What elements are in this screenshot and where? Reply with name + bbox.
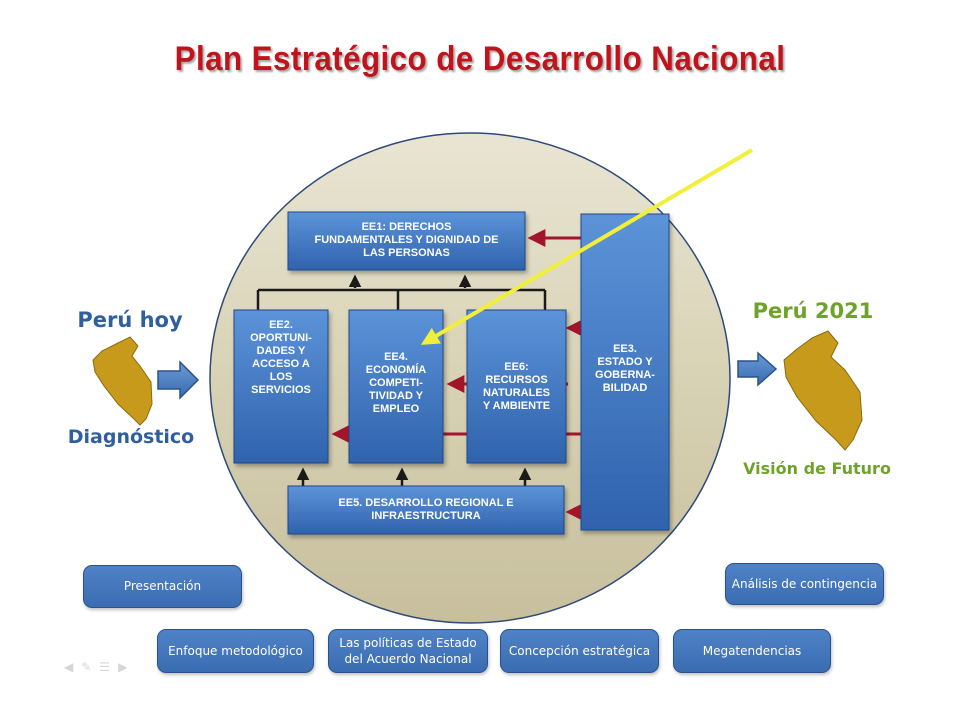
right-flow-arrow: [737, 351, 778, 387]
slideshow-controls[interactable]: ◀ ✎ ☰ ▶: [64, 660, 127, 674]
ee5-connectors: [296, 467, 532, 486]
box-ee1-line: EE1: DERECHOS: [362, 221, 452, 233]
peru-map-right-icon: [783, 330, 863, 451]
box-ee2-line: LOS: [270, 371, 293, 383]
box-ee2-line: OPORTUNI-: [250, 332, 312, 344]
concepcion-estrategica-button[interactable]: Concepción estratégica: [500, 629, 659, 673]
next-icon[interactable]: ▶: [118, 660, 128, 674]
menu-icon[interactable]: ☰: [99, 660, 111, 674]
page-title: Plan Estratégico de Desarrollo Nacional: [174, 40, 786, 78]
peru-map-left-icon: [92, 336, 153, 426]
ee1-connectors: [256, 274, 547, 310]
box-ee4-line: COMPETI-: [369, 377, 423, 389]
politicas-estado-button[interactable]: Las políticas de Estado del Acuerdo Naci…: [328, 629, 488, 673]
box-ee3-line: GOBERNA-: [595, 369, 655, 381]
box-ee6-line: NATURALES: [483, 387, 550, 399]
box-ee5-line: INFRAESTRUCTURA: [371, 510, 480, 522]
presentacion-button[interactable]: Presentación: [83, 565, 242, 608]
diagnostico-label: Diagnóstico: [68, 426, 195, 448]
box-ee1-line: FUNDAMENTALES Y DIGNIDAD DE: [315, 234, 499, 246]
box-ee6-line: Y AMBIENTE: [483, 400, 550, 412]
previous-icon[interactable]: ◀: [64, 660, 74, 674]
box-ee2-line: ACCESO A: [252, 358, 310, 370]
box-ee4-line: EE4.: [384, 351, 408, 363]
box-ee4-line: ECONOMÍA: [366, 363, 427, 376]
peru-hoy-label: Perú hoy: [77, 308, 183, 332]
box-ee6-line: EE6:: [504, 361, 528, 373]
megatendencias-button[interactable]: Megatendencias: [673, 629, 831, 673]
box-ee1-line: LAS PERSONAS: [363, 247, 450, 259]
analisis-contingencia-button[interactable]: Análisis de contingencia: [725, 563, 884, 605]
yellow-pointer-arrow: [420, 148, 754, 345]
box-ee4-line: TIVIDAD Y: [369, 390, 424, 402]
box-ee6-line: RECURSOS: [485, 374, 547, 386]
box-ee2-line: EE2.: [269, 319, 293, 331]
vision-futuro-label: Visión de Futuro: [743, 459, 891, 478]
box-ee4-line: EMPLEO: [373, 403, 420, 415]
box-ee2-line: SERVICIOS: [251, 384, 311, 396]
box-ee5-line: EE5. DESARROLLO REGIONAL E: [338, 497, 513, 509]
left-flow-arrow: [157, 360, 200, 400]
box-ee3-line: ESTADO Y: [597, 356, 653, 368]
box-ee3-line: EE3.: [613, 343, 637, 355]
enfoque-metodologico-button[interactable]: Enfoque metodológico: [157, 629, 314, 673]
box-ee2-line: DADES Y: [257, 345, 306, 357]
pen-icon[interactable]: ✎: [81, 660, 92, 674]
peru-2021-label: Perú 2021: [753, 299, 874, 323]
box-ee3-line: BILIDAD: [603, 382, 648, 394]
